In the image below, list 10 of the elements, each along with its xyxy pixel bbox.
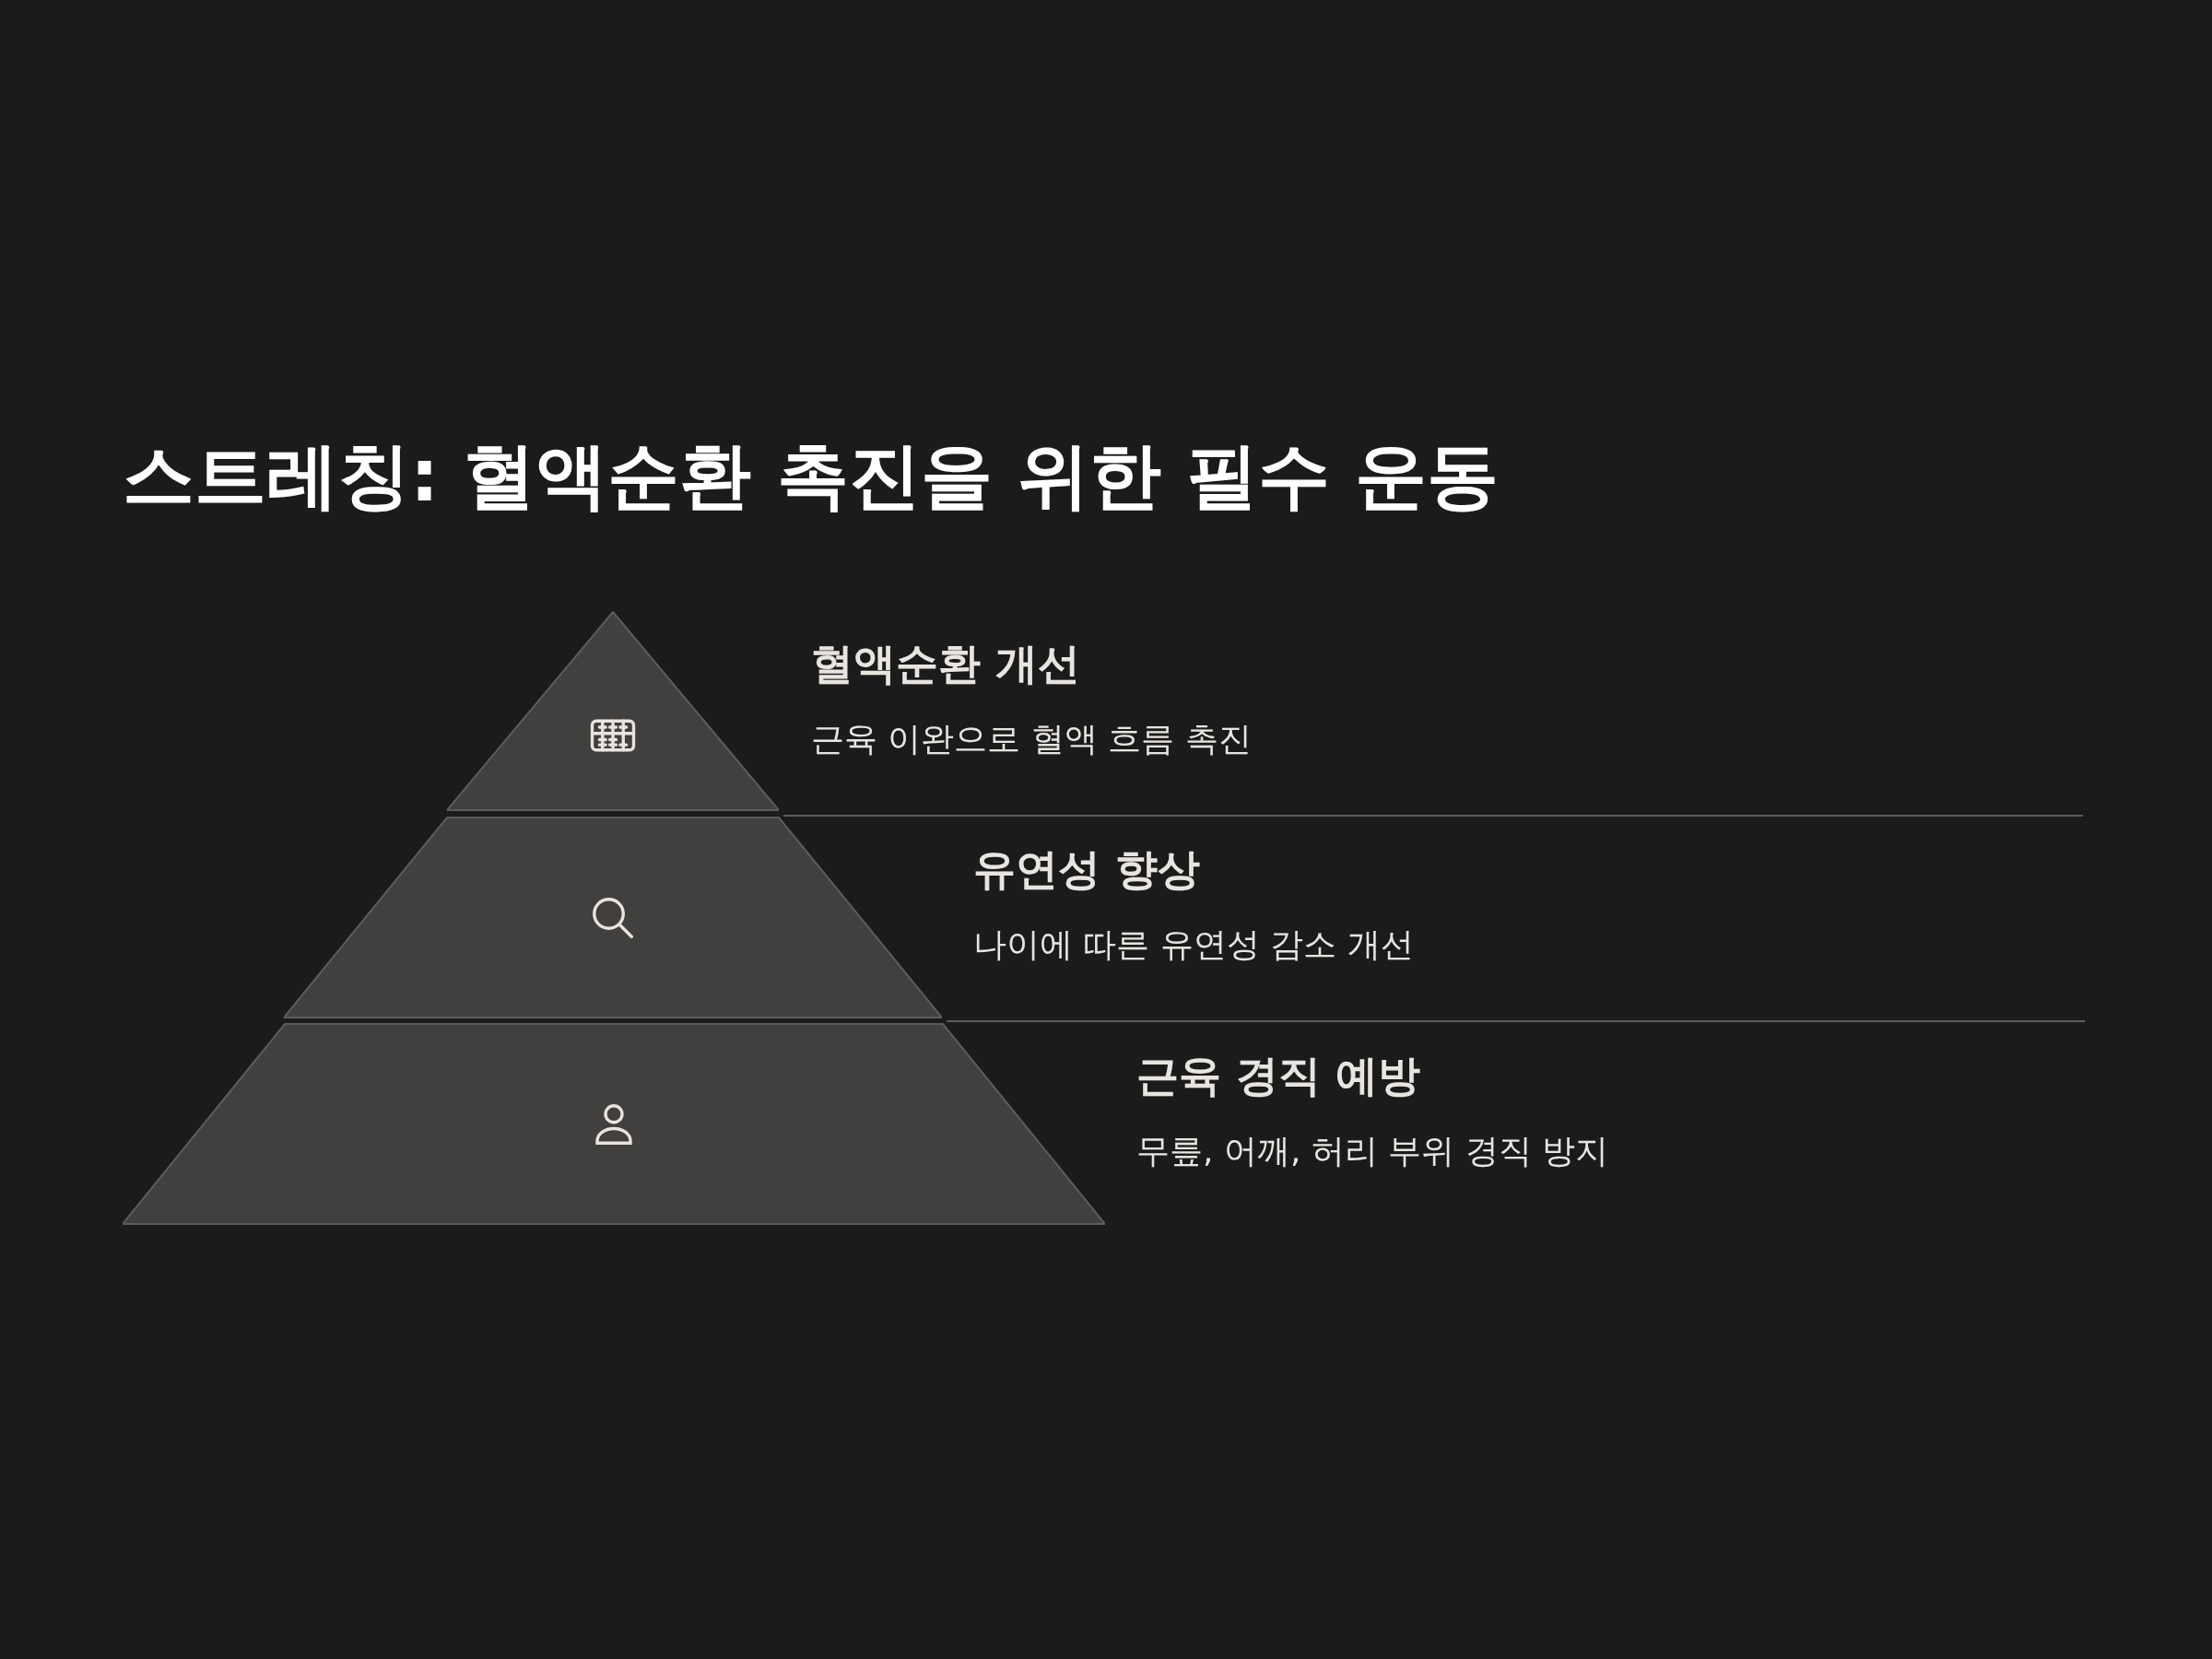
pyramid-tier: [123, 1023, 1105, 1225]
tier-heading: 혈액순환 개선: [811, 638, 1080, 690]
title: 스트레칭: 혈액순환 촉진을 위한 필수 운동: [123, 433, 1499, 519]
pyramid-tier: [447, 611, 779, 811]
tier-description: 나이에 따른 유연성 감소 개선: [973, 924, 1414, 965]
tier-description: 무릎, 어깨, 허리 부위 경직 방지: [1136, 1131, 1609, 1171]
tier-heading: 근육 경직 예방: [1136, 1050, 1421, 1102]
tier-description: 근육 이완으로 혈액 흐름 촉진: [811, 719, 1252, 759]
tier-heading: 유연성 향상: [973, 843, 1200, 896]
pyramid-tier: [284, 817, 942, 1018]
